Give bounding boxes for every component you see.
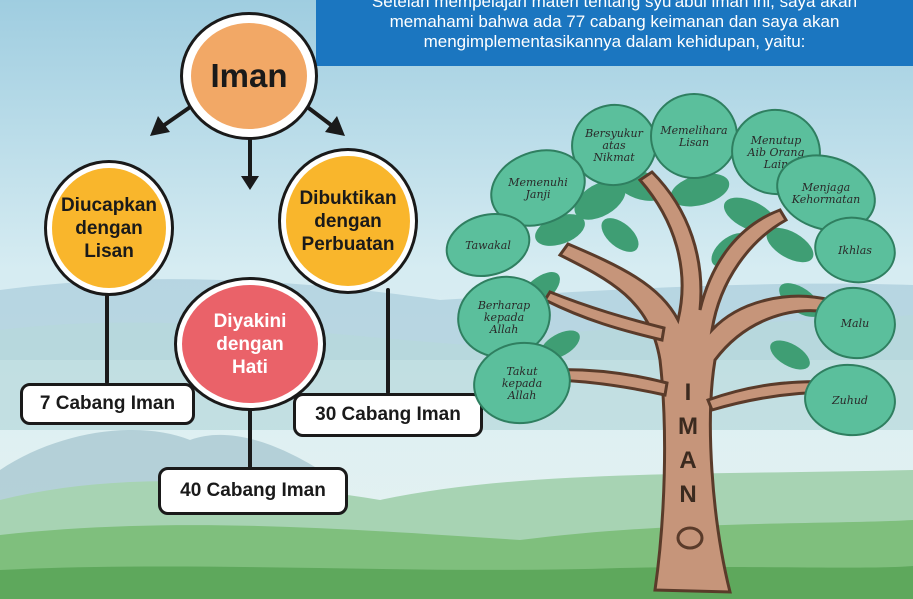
leaf-shape <box>814 216 896 284</box>
leaf-label: atas <box>602 139 626 152</box>
leaf-label: Allah <box>489 323 519 336</box>
leaf-label: kepada <box>502 377 542 390</box>
hati-circle: Diyakini dengan Hati <box>174 277 326 411</box>
hati-count-box: 40 Cabang Iman <box>158 467 348 515</box>
lisan-count-label: 7 Cabang Iman <box>39 393 176 414</box>
banner-line-3: mengimplementasikannya dalam kehidupan, … <box>423 32 806 51</box>
leaf-label: Zuhud <box>831 394 868 407</box>
arrowhead-center <box>241 176 259 190</box>
leaf-label: Menjaga <box>801 181 850 194</box>
trunk-letter: N <box>679 481 696 508</box>
hati-label: Diyakini dengan Hati <box>182 285 318 403</box>
leaf-label: kepada <box>484 311 524 324</box>
intro-banner: Setelah mempelajari materi tentang syu'a… <box>316 0 913 66</box>
perbuatan-count-label: 30 Cabang Iman <box>315 404 461 425</box>
perbuatan-circle: Dibuktikan dengan Perbuatan <box>278 148 418 294</box>
leaf-label: Menutup <box>750 134 802 147</box>
perbuatan-label: Dibuktikan dengan Perbuatan <box>286 156 410 286</box>
trunk-letter: A <box>679 447 696 474</box>
leaf-shape <box>445 213 531 277</box>
leaf-zuhud: Zuhud <box>804 363 896 437</box>
leaf-shape <box>804 363 896 437</box>
leaf-label: Malu <box>840 317 869 330</box>
leaf-tawakal: Tawakal <box>445 213 531 277</box>
leaf-label: Tawakal <box>465 239 511 252</box>
leaf-label: Berharap <box>477 299 530 312</box>
leaf-label: Memelihara <box>659 124 727 137</box>
leaf-shape <box>814 286 896 360</box>
trunk-letter: I <box>685 379 692 406</box>
tree-trunk <box>518 170 837 594</box>
leaf-label: Janji <box>524 188 551 201</box>
arrowhead-right <box>325 116 345 136</box>
lisan-circle: Diucapkan dengan Lisan <box>44 160 174 296</box>
leaf-shape <box>473 341 571 425</box>
leaf-label: Nikmat <box>592 151 635 164</box>
trunk-knot <box>676 526 704 550</box>
leaf-label: Kehormatan <box>791 193 860 206</box>
leaf-label: Allah <box>507 389 537 402</box>
leaf-label: Ikhlas <box>837 244 872 257</box>
leaf-shape <box>490 149 586 227</box>
leaf-shape <box>776 154 876 232</box>
leaf-label: Takut <box>506 365 538 378</box>
iman-root-circle: Iman <box>180 12 318 140</box>
leaf-label: Aib Orang <box>747 146 805 159</box>
iman-root-label: Iman <box>191 23 307 129</box>
hati-count-label: 40 Cabang Iman <box>180 480 326 501</box>
lisan-count-box: 7 Cabang Iman <box>20 383 195 425</box>
banner-line-2: memahami bahwa ada 77 cabang keimanan da… <box>389 12 840 31</box>
leaf-malu: Malu <box>814 286 896 360</box>
arrowhead-left <box>150 116 170 136</box>
leaf-ikhlas: Ikhlas <box>814 216 896 284</box>
lisan-label: Diucapkan dengan Lisan <box>52 168 166 288</box>
perbuatan-count-box: 30 Cabang Iman <box>293 393 483 437</box>
leaf-label: Bersyukur <box>584 127 644 140</box>
banner-line-1: Setelah mempelajari materi tentang syu'a… <box>371 0 858 11</box>
leaf-label: Lisan <box>678 136 709 149</box>
leaf-label: Memenuhi <box>507 176 568 189</box>
leaf-label: Lain <box>763 158 788 171</box>
trunk-letter: M <box>678 413 698 440</box>
